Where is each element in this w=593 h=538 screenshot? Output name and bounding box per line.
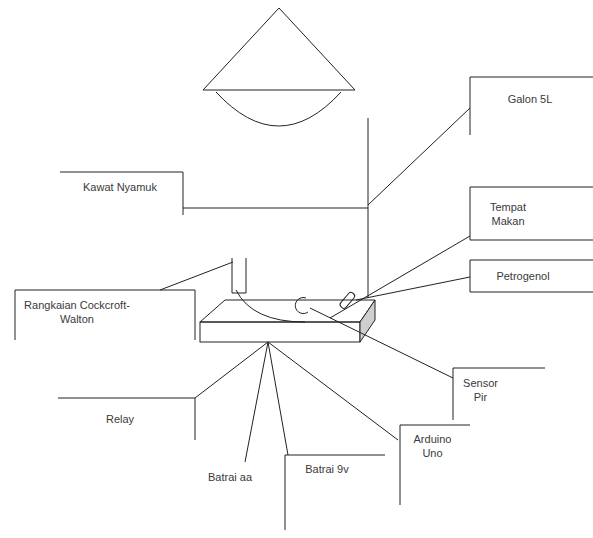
- callout-frame: [285, 455, 385, 530]
- food-box-top: [200, 300, 375, 322]
- callout-label: Tempat Makan: [478, 200, 538, 228]
- callout-label: Batrai aa: [200, 470, 260, 484]
- callout-frame: [470, 187, 593, 240]
- callout-frame: [453, 368, 545, 420]
- callout-label: Petrogenol: [478, 269, 568, 283]
- leader-line: [195, 342, 268, 398]
- cockcroft-walton-module: [232, 258, 246, 293]
- callout-label: Kawat Nyamuk: [70, 180, 170, 194]
- food-box-front: [200, 322, 360, 342]
- leader-line: [183, 208, 368, 209]
- callout-label: Relay: [80, 412, 160, 426]
- callout-frame: [470, 77, 593, 135]
- callout-frame: [400, 425, 470, 505]
- callout-label: Sensor Pir: [458, 376, 503, 404]
- leader-line: [268, 342, 398, 440]
- gallon-bottom-arc: [216, 92, 341, 126]
- leader-line: [160, 262, 233, 290]
- gallon-cone: [203, 8, 355, 90]
- callout-frame: [58, 398, 195, 440]
- leader-line: [368, 108, 470, 205]
- leader-line: [245, 342, 268, 462]
- leader-line: [310, 308, 453, 378]
- callout-label: Galon 5L: [480, 92, 580, 106]
- callout-label: Rangkaian Cockcroft-Walton: [22, 298, 132, 326]
- callout-label: Arduino Uno: [405, 432, 460, 460]
- leader-line: [356, 277, 470, 300]
- callout-frame: [60, 172, 183, 215]
- leader-line: [330, 236, 470, 318]
- mosquito-wire: [236, 290, 305, 322]
- leader-line: [268, 342, 288, 455]
- callout-frame: [15, 290, 195, 340]
- callout-frame: [470, 260, 593, 292]
- callout-label: Batrai 9v: [292, 462, 362, 476]
